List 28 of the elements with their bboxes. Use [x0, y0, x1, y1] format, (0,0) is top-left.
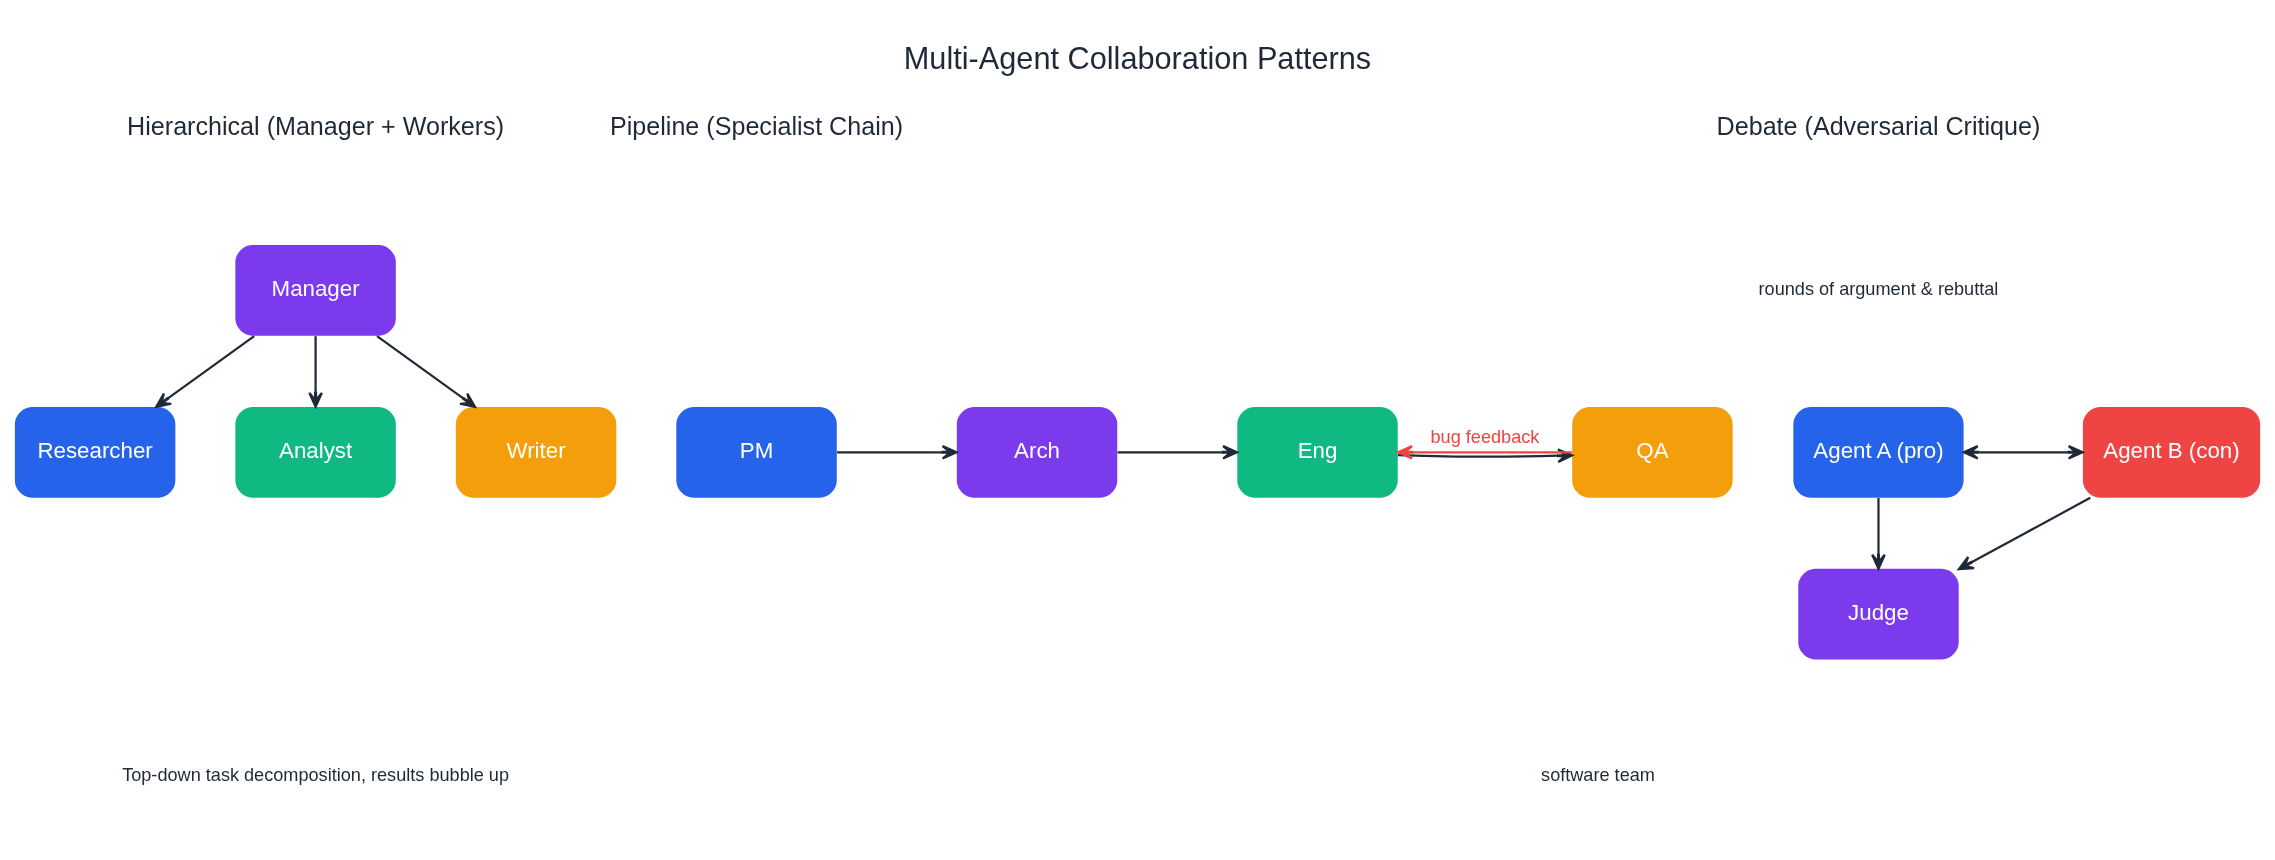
- label: Debate (Adversarial Critique): [1716, 111, 2041, 140]
- node-box: PM: [676, 407, 837, 498]
- arrow: [837, 444, 958, 460]
- arrow: [1957, 496, 2091, 571]
- arrow: [308, 336, 323, 408]
- arrow: [1871, 498, 1886, 570]
- label: Pipeline (Specialist Chain): [610, 111, 904, 140]
- edge-label: bug feedback: [1430, 427, 1540, 448]
- label: Hierarchical (Manager + Workers): [127, 111, 505, 140]
- node-box: Researcher: [14, 407, 176, 498]
- node-box: Arch: [956, 407, 1118, 498]
- node-box: QA: [1572, 407, 1733, 498]
- node-box: Eng: [1237, 407, 1398, 498]
- node-box: Manager: [235, 245, 396, 336]
- diagram-title: Multi-Agent Collaboration Patterns: [903, 40, 1372, 76]
- label: rounds of argument & rebuttal: [1758, 279, 1999, 300]
- node-box: Analyst: [235, 407, 396, 498]
- arrow: [1397, 444, 1572, 460]
- arrow: [376, 335, 477, 408]
- arrow: [1962, 444, 2084, 460]
- label: software team: [1541, 764, 1655, 785]
- label: Top-down task decomposition, results bubble up: [122, 764, 510, 785]
- node-box: Agent B (con): [2082, 407, 2261, 498]
- node-box: Judge: [1798, 568, 1959, 660]
- arrow: [155, 335, 255, 408]
- node-box: Writer: [455, 407, 617, 498]
- arrow: [1117, 444, 1239, 460]
- node-box: Agent A (pro): [1793, 407, 1964, 498]
